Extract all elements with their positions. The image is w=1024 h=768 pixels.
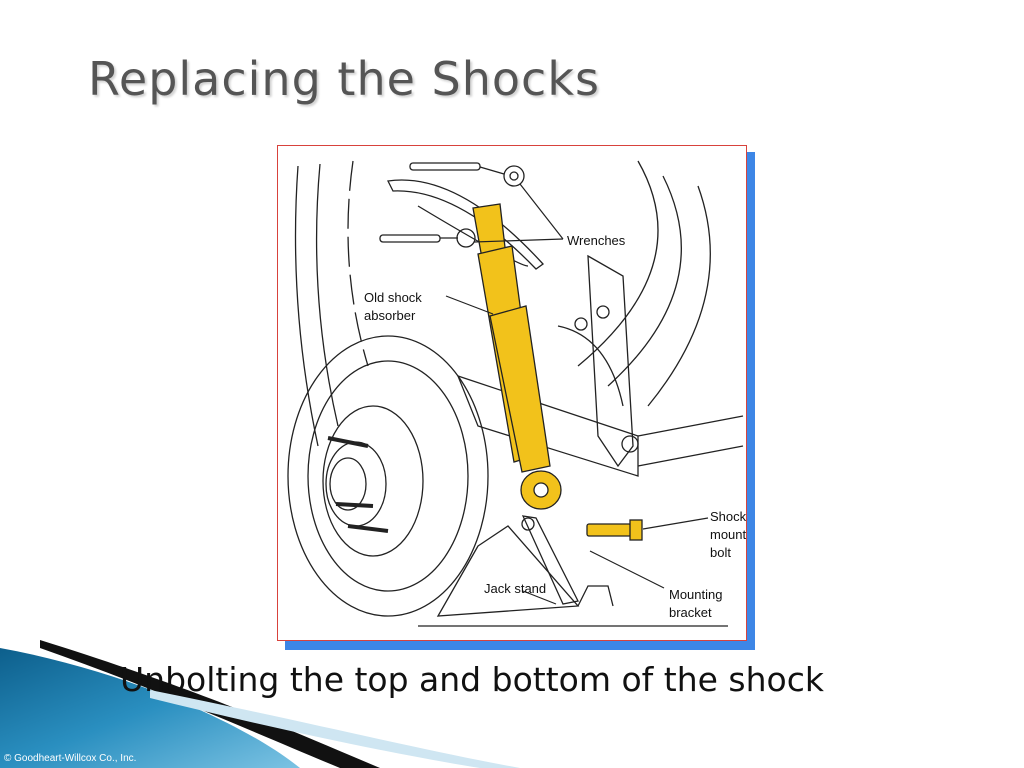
shock-absorber	[472, 203, 643, 541]
fender-line	[607, 175, 682, 387]
wheel-stud	[347, 524, 389, 533]
fender-line	[577, 160, 659, 367]
label-shock-mount-bolt: Shock mount bolt	[710, 509, 747, 560]
upper-arc	[387, 179, 544, 270]
axle-line	[557, 325, 624, 407]
slide-title: Replacing the Shocks	[88, 52, 600, 106]
upper-wrench-head	[503, 165, 525, 187]
arrow-wrench-1	[519, 183, 564, 240]
arrow-bolt	[642, 517, 709, 530]
axle-line	[637, 415, 744, 437]
upper-wrench-handle	[409, 162, 481, 171]
label-mounting-bracket: Mounting bracket	[669, 587, 723, 620]
arrow-old-shock	[445, 295, 494, 315]
shock-diagram	[287, 160, 744, 627]
label-wrenches: Wrenches	[567, 233, 626, 248]
wheel-stud	[335, 502, 374, 508]
slide-caption: Unbolting the top and bottom of the shoc…	[120, 660, 824, 699]
axle-housing	[456, 374, 639, 477]
arrow-wrench-2	[473, 238, 564, 243]
arrow-bracket	[589, 550, 665, 589]
mounting-bracket-shape	[521, 515, 579, 605]
copyright-notice: © Goodheart-Willcox Co., Inc.	[4, 753, 137, 764]
fender-line	[294, 165, 319, 447]
fender-line	[647, 185, 711, 407]
axle-line	[637, 445, 744, 467]
fender-line	[315, 163, 339, 427]
upper-wrench-socket	[509, 171, 519, 181]
frame-bracket	[587, 254, 634, 468]
arrow-jack	[522, 590, 557, 605]
wheel-stud	[327, 436, 369, 448]
label-jack-stand: Jack stand	[484, 581, 547, 596]
shock-illustration: Wrenches Old shock absorber Shock mount …	[277, 145, 747, 641]
label-old-shock: Old shock absorber	[364, 290, 422, 323]
brake-drum	[287, 335, 489, 617]
